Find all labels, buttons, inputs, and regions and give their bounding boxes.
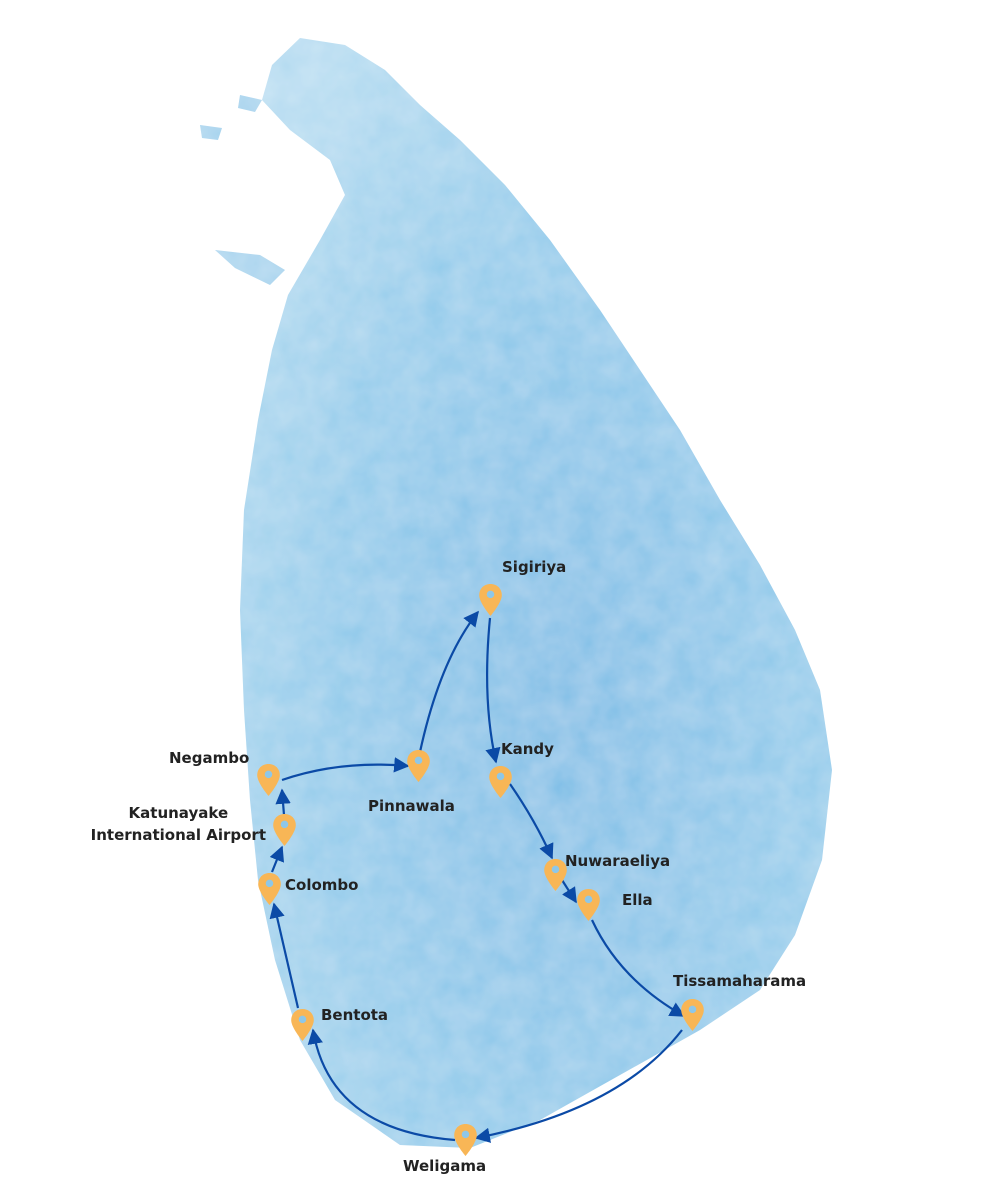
- route-weligama-bentota: [307, 1028, 456, 1142]
- route-tissamaharama-weligama: [474, 1029, 683, 1143]
- route-negambo-pinnawala: [281, 757, 410, 782]
- route-ella-tissamaharama: [591, 919, 686, 1017]
- label-weligama: Weligama: [403, 1157, 487, 1175]
- label-kandy: Kandy: [501, 740, 554, 758]
- label-colombo: Colombo: [285, 876, 359, 894]
- label-sigiriya: Sigiriya: [502, 558, 567, 576]
- route-katunayake-negambo: [275, 788, 291, 816]
- island-shape: [200, 38, 832, 1148]
- label-tissamaharama: Tissamaharama: [673, 972, 807, 990]
- route-nuwaraeliya-ella: [561, 879, 577, 904]
- route-pinnawala-sigiriya: [418, 610, 479, 753]
- pin-weligama-icon[interactable]: [454, 1124, 477, 1156]
- route-lines: [269, 610, 686, 1143]
- route-colombo-katunayake: [269, 845, 285, 873]
- route-sigiriya-kandy: [485, 617, 501, 764]
- label-nuwaraeliya: Nuwaraeliya: [565, 852, 671, 870]
- route-kandy-nuwaraeliya: [509, 783, 554, 860]
- label-katunayake: Katunayake International Airport: [91, 802, 266, 846]
- label-bentota: Bentota: [321, 1006, 389, 1024]
- label-katunayake-line1: Katunayake: [128, 804, 229, 822]
- label-pinnawala: Pinnawala: [368, 797, 455, 815]
- label-negambo: Negambo: [169, 749, 250, 767]
- label-ella: Ella: [622, 891, 653, 909]
- label-katunayake-line2: International Airport: [90, 826, 266, 844]
- route-bentota-colombo: [269, 902, 300, 1009]
